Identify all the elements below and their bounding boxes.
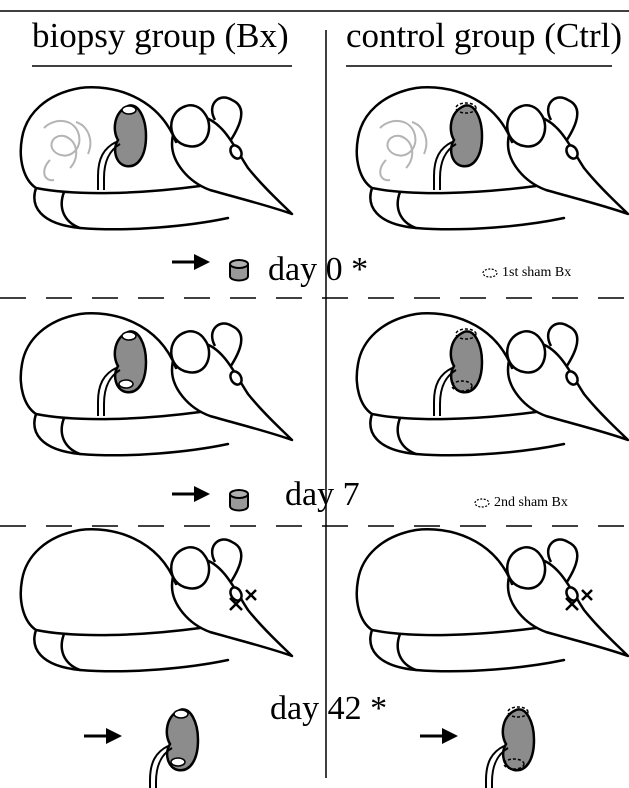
sham-biopsy-marker-icon [482,268,498,278]
timepoint-day7-label: day 7 [285,478,360,512]
timepoint-day42-label: day 42 * [270,692,387,726]
ctrl-mouse-day7 [357,313,628,455]
sham-biopsy-note-1-text: 1st sham Bx [502,266,571,280]
bx-kidney-day42 [150,709,198,788]
sham-biopsy-note-2: 2nd sham Bx [474,496,568,510]
arrow-icon [172,254,210,270]
bx-mouse-day7 [21,313,292,455]
ctrl-kidney-day42 [486,707,534,788]
control-group-heading: control group (Ctrl) [346,18,622,53]
intestine-icon [44,121,90,180]
sham-biopsy-note-2-text: 2nd sham Bx [494,496,568,510]
timepoint-day0-label: day 0 * [268,253,368,287]
tissue-sample-icon [230,260,248,281]
ctrl-mouse-day42 [357,529,628,671]
biopsy-group-heading: biopsy group (Bx) [32,18,289,53]
bx-mouse-day0 [21,87,292,229]
bx-mouse-day42 [21,529,292,671]
kidney-icon [98,105,146,190]
sham-biopsy-marker-icon [474,498,490,508]
sham-biopsy-note-1: 1st sham Bx [482,266,571,280]
ctrl-mouse-day0 [357,87,628,229]
